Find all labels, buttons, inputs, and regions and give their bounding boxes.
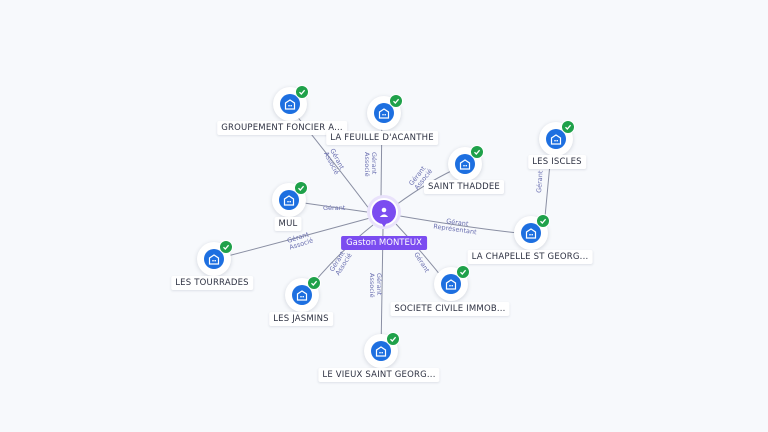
person-icon: [372, 200, 396, 224]
center-person-label[interactable]: Gaston MONTEUX: [341, 236, 427, 250]
company-node-les-jasmins[interactable]: [285, 276, 321, 312]
center-pin-pointer: [380, 221, 388, 227]
company-label-saint-thaddee[interactable]: SAINT THADDEE: [424, 180, 504, 194]
edge-label-les-jasmins: Gérant Associé: [328, 249, 354, 276]
verified-check-icon: [561, 120, 575, 134]
svg-text:Gérant: Gérant: [535, 170, 545, 193]
building-icon: [455, 154, 475, 174]
company-label-mul[interactable]: MUL: [274, 217, 302, 231]
building-icon: [204, 249, 224, 269]
edge-label-le-vieux-saint: Gérant Associé: [368, 273, 383, 298]
edge-label-groupement-foncier: Gérant Associé: [322, 147, 346, 176]
verified-check-icon: [470, 145, 484, 159]
building-icon: [521, 223, 541, 243]
edge-label-la-feuille-dacanthe: Gérant Associé: [363, 152, 378, 177]
building-icon: [292, 285, 312, 305]
company-label-les-tourrades[interactable]: LES TOURRADES: [171, 276, 253, 290]
company-label-la-chapelle[interactable]: LA CHAPELLE ST GEORG...: [467, 250, 593, 264]
company-label-les-iscles[interactable]: LES ISCLES: [528, 155, 586, 169]
edge-groupement-foncier: [287, 104, 371, 211]
company-node-le-vieux-saint[interactable]: [364, 332, 400, 368]
company-label-les-jasmins[interactable]: LES JASMINS: [269, 312, 333, 326]
svg-text:Associé: Associé: [363, 152, 371, 177]
building-icon: [279, 190, 299, 210]
building-icon: [280, 94, 300, 114]
building-icon: [374, 103, 394, 123]
svg-text:Gérant: Gérant: [446, 217, 470, 228]
company-node-mul[interactable]: [272, 181, 308, 217]
verified-check-icon: [294, 181, 308, 195]
building-icon: [371, 341, 391, 361]
verified-check-icon: [389, 94, 403, 108]
svg-text:Gérant: Gérant: [375, 273, 383, 296]
verified-check-icon: [386, 332, 400, 346]
verified-check-icon: [536, 214, 550, 228]
company-label-la-feuille-dacanthe[interactable]: LA FEUILLE D'ACANTHE: [326, 131, 438, 145]
company-node-la-chapelle[interactable]: [514, 214, 550, 250]
svg-text:Associé: Associé: [368, 273, 376, 298]
verified-check-icon: [219, 240, 233, 254]
svg-text:Gérant: Gérant: [370, 152, 378, 175]
svg-text:Représentant: Représentant: [433, 222, 478, 236]
company-node-les-iscles[interactable]: [539, 120, 575, 156]
edge-label-mul: Gérant: [323, 204, 346, 212]
company-label-le-vieux-saint[interactable]: LE VIEUX SAINT GEORG...: [318, 368, 440, 382]
company-label-groupement-foncier[interactable]: GROUPEMENT FONCIER A...: [217, 121, 347, 135]
edge-label-la-chapelle: Gérant Représentant: [433, 217, 478, 236]
edge-label-les-iscles: Gérant: [535, 170, 545, 193]
verified-check-icon: [295, 85, 309, 99]
edge-label-societe-civile: Gérant: [412, 251, 431, 275]
svg-text:Gérant: Gérant: [323, 204, 346, 212]
building-icon: [546, 129, 566, 149]
edge-label-les-tourrades: Gérant Associé: [286, 230, 314, 251]
company-node-saint-thaddee[interactable]: [448, 145, 484, 181]
svg-text:Gérant: Gérant: [412, 251, 431, 275]
verified-check-icon: [456, 265, 470, 279]
company-label-societe-civile[interactable]: SOCIETE CIVILE IMMOB...: [390, 302, 510, 316]
building-icon: [441, 274, 461, 294]
company-node-la-feuille-dacanthe[interactable]: [367, 94, 403, 130]
company-node-societe-civile[interactable]: [434, 265, 470, 301]
company-node-groupement-foncier[interactable]: [273, 85, 309, 121]
company-node-les-tourrades[interactable]: [197, 240, 233, 276]
verified-check-icon: [307, 276, 321, 290]
